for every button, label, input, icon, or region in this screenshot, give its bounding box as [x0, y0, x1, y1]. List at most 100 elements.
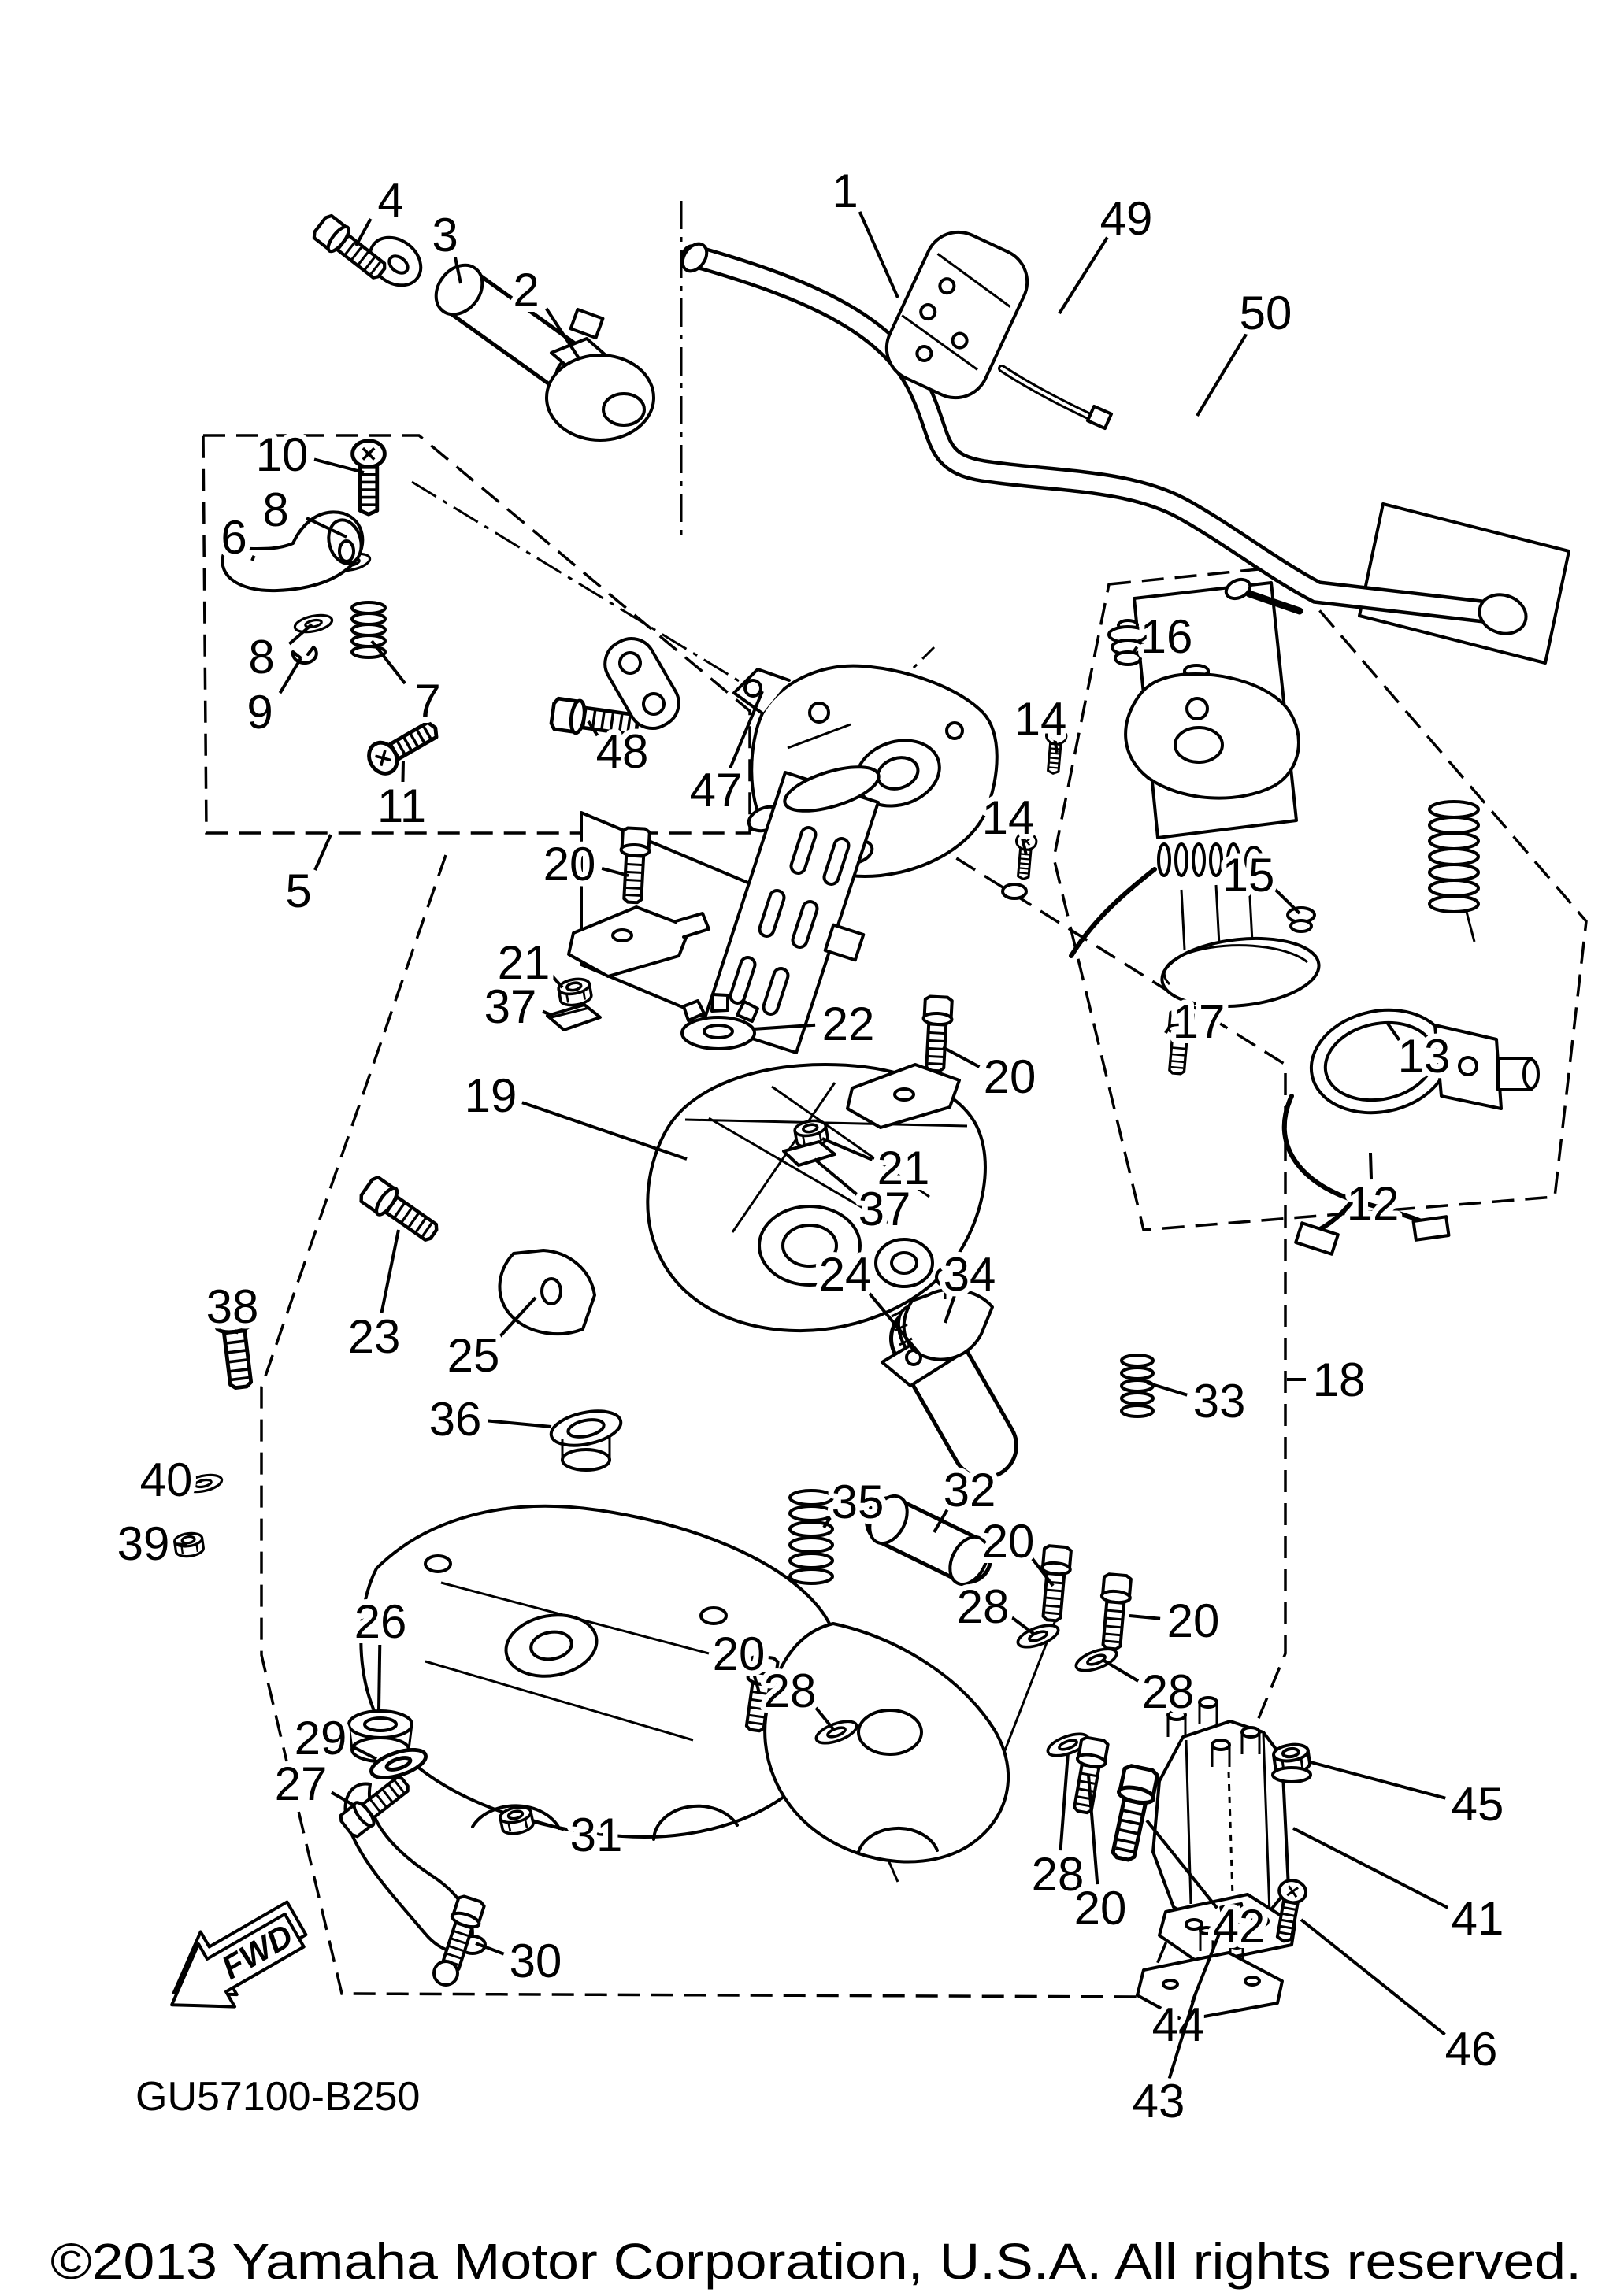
- tie-clip: [1085, 404, 1114, 431]
- friction-band-13: [1309, 1008, 1540, 1115]
- callout-label-32: 32: [944, 1464, 996, 1516]
- washer-3-hole: [387, 254, 410, 275]
- roller-32: [865, 1494, 992, 1587]
- callout-label-34: 34: [944, 1248, 996, 1301]
- fwd-arrow: FWD: [170, 1900, 308, 2009]
- callout-label-14: 14: [1014, 693, 1067, 746]
- bushing-36: [549, 1409, 623, 1472]
- callout-label-40: 40: [140, 1454, 193, 1506]
- wedge-37: [546, 1003, 602, 1031]
- callout-leader-32: [933, 1507, 950, 1534]
- callout-label-22: 22: [822, 998, 875, 1050]
- callout-label-9: 9: [247, 686, 273, 739]
- bolt-20: [921, 996, 953, 1072]
- lower-assembly-group: [172, 1175, 1155, 1987]
- callout-label-29: 29: [295, 1712, 347, 1765]
- callout-leader-28: [813, 1705, 835, 1731]
- cable-tie-fill: [1000, 367, 1096, 420]
- anchor-plate: [567, 905, 710, 978]
- callout-leader-37: [813, 1157, 859, 1197]
- ring-terminal: [1001, 883, 1028, 900]
- callout-label-8: 8: [262, 483, 288, 536]
- callout-label-35: 35: [832, 1476, 884, 1528]
- callout-label-7: 7: [414, 675, 440, 728]
- callout-label-46: 46: [1445, 2023, 1498, 2076]
- callout-leader-41: [1292, 1827, 1449, 1909]
- callout-leader-9: [278, 657, 302, 694]
- callout-leader-11: [401, 760, 405, 783]
- diagram-code: GU57100-B250: [135, 2074, 420, 2120]
- callout-label-47: 47: [690, 764, 743, 817]
- callout-label-10: 10: [256, 428, 309, 481]
- callout-label-20: 20: [982, 1515, 1035, 1568]
- clip-9: [291, 646, 318, 665]
- callout-label-12: 12: [1347, 1177, 1400, 1230]
- callout-leader-27: [330, 1791, 354, 1806]
- callout-label-21: 21: [498, 936, 551, 989]
- callout-leader-37: [542, 1009, 554, 1017]
- callout-leader-14: [1053, 739, 1059, 754]
- axis-line: [411, 480, 850, 750]
- callout-leader-38: [235, 1329, 239, 1335]
- mount-bracket-group: [1105, 1696, 1313, 2022]
- callout-leader-31: [532, 1819, 565, 1831]
- callout-label-3: 3: [432, 209, 458, 261]
- spring-33: [1120, 1354, 1155, 1418]
- bracket-47: [603, 637, 680, 730]
- callout-leader-3: [453, 257, 462, 284]
- callout-leader-26: [377, 1644, 382, 1711]
- handlebar-group: [311, 213, 1570, 1037]
- steering-shaft: [702, 765, 881, 1054]
- callout-leader-21: [550, 974, 564, 989]
- callout-label-24: 24: [819, 1248, 872, 1301]
- callout-leader-28: [1059, 1752, 1070, 1851]
- dashed-box-5: [202, 434, 751, 835]
- callout-label-20: 20: [713, 1628, 766, 1680]
- callout-leader-12: [1369, 1152, 1374, 1180]
- callout-label-43: 43: [1133, 2075, 1185, 2128]
- callout-leader-6: [250, 555, 256, 561]
- callout-leader-48: [587, 720, 599, 737]
- callout-label-37: 37: [484, 980, 537, 1033]
- callout-label-20: 20: [543, 838, 596, 891]
- plate-43: [1136, 1926, 1284, 2022]
- bolt-20: [1036, 1543, 1074, 1624]
- callout-leader-20: [601, 866, 629, 877]
- handlebar-left-end: [680, 242, 709, 273]
- callout-label-28: 28: [764, 1665, 817, 1717]
- callout-leader-20: [1030, 1557, 1055, 1587]
- callout-label-15: 15: [1222, 849, 1275, 902]
- callout-label-28: 28: [1032, 1848, 1085, 1901]
- callout-leader-14: [1021, 838, 1028, 856]
- callout-label-20: 20: [984, 1050, 1036, 1103]
- callout-label-28: 28: [957, 1580, 1010, 1633]
- bolt-23: [358, 1175, 442, 1247]
- callout-label-25: 25: [447, 1329, 500, 1382]
- callout-leader-7: [370, 639, 406, 685]
- callout-label-27: 27: [275, 1757, 328, 1810]
- callout-label-18: 18: [1313, 1354, 1366, 1406]
- grip-fill: [441, 271, 591, 391]
- throttle-friction-group: [1001, 577, 1540, 1256]
- callout-leader-21: [821, 1137, 873, 1161]
- callout-label-21: 21: [877, 1142, 930, 1194]
- bolt-42: [1105, 1765, 1159, 1862]
- bracket-studs: [1166, 1696, 1261, 1767]
- dashed-box-12: [1052, 565, 1588, 1231]
- callout-label-17: 17: [1173, 995, 1226, 1048]
- wedge-37: [782, 1140, 836, 1167]
- callout-label-20: 20: [1074, 1882, 1127, 1935]
- friction-spring: [1428, 800, 1480, 942]
- callout-leader-20: [1129, 1614, 1161, 1620]
- grip-end: [434, 263, 484, 317]
- washer-45: [1271, 1766, 1312, 1783]
- washer-8: [291, 611, 336, 636]
- friction-dome: [1124, 664, 1300, 800]
- friction-plate: [1160, 881, 1321, 1009]
- boot-spring: [1069, 842, 1263, 958]
- callout-leader-47: [729, 691, 764, 769]
- callout-leader-42: [1145, 1819, 1218, 1909]
- callout-label-42: 42: [1213, 1900, 1266, 1953]
- nut-21: [555, 975, 595, 1009]
